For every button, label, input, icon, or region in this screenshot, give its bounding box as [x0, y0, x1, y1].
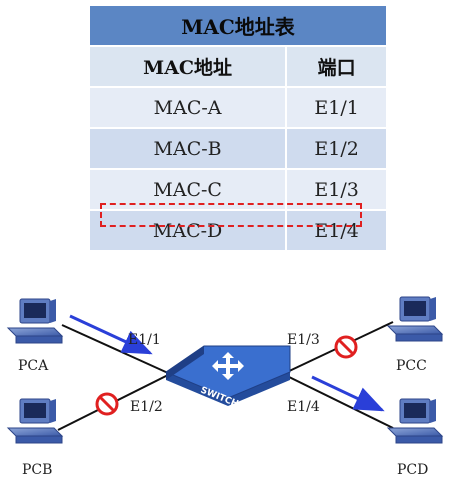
port-label-e1-2: E1/2 [130, 399, 163, 415]
link-pcd [284, 374, 394, 429]
header-mac: MAC地址 [87, 45, 288, 88]
mac-cell: MAC-A [87, 86, 288, 129]
pcb-computer-icon [7, 398, 63, 444]
pcb-label: PCB [22, 462, 52, 478]
port-cell: E1/2 [285, 127, 388, 170]
blocked-icon-pcb [95, 392, 119, 416]
blocked-icon-pcc [334, 335, 358, 359]
highlight-mac-d-row [100, 203, 362, 227]
pcc-computer-icon [387, 296, 443, 342]
table-header-row: MAC地址 端口 [87, 45, 388, 88]
pca-computer-icon [7, 298, 63, 344]
port-cell: E1/4 [285, 209, 388, 252]
switch-icon [164, 345, 291, 406]
table-row: MAC-D E1/4 [87, 209, 388, 252]
traffic-arrow-out [311, 375, 385, 412]
table-title-row: MAC地址表 [88, 4, 388, 47]
port-cell: E1/1 [285, 86, 388, 129]
mac-cell: MAC-B [87, 127, 288, 170]
table-row: MAC-A E1/1 [87, 86, 388, 129]
table-row: MAC-C E1/3 [87, 168, 388, 211]
table-row: MAC-B E1/2 [87, 127, 388, 170]
link-pca [61, 324, 169, 374]
pcd-computer-icon [387, 398, 443, 444]
port-label-e1-1: E1/1 [128, 332, 161, 348]
traffic-arrow-in [69, 314, 153, 355]
table-title: MAC地址表 [88, 4, 388, 47]
header-port: 端口 [285, 45, 388, 88]
pca-label: PCA [18, 358, 49, 374]
port-label-e1-3: E1/3 [287, 332, 320, 348]
pcd-label: PCD [397, 462, 428, 478]
mac-address-table: MAC地址表 MAC地址 端口 MAC-A E1/1 MAC-B E1/2 MA… [87, 4, 388, 252]
port-label-e1-4: E1/4 [287, 399, 320, 415]
pcc-label: PCC [396, 358, 427, 374]
mac-cell: MAC-D [87, 209, 288, 252]
